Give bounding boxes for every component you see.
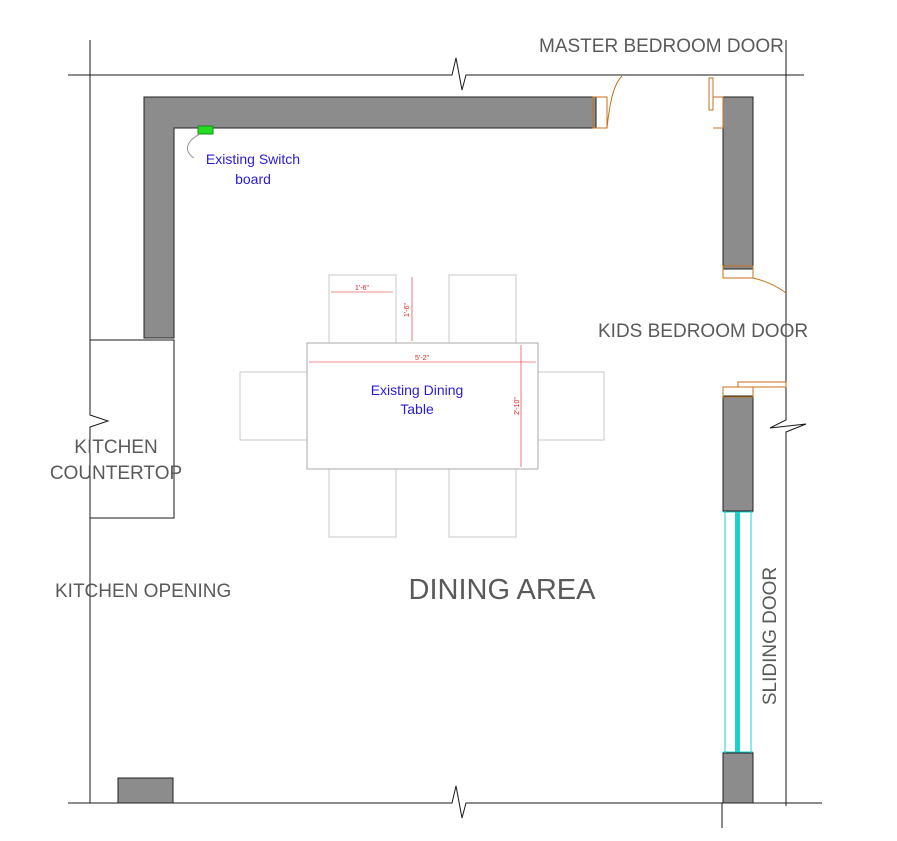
dining-area-label: DINING AREA (409, 574, 597, 606)
chair-right (536, 371, 605, 441)
switch-board (186, 125, 214, 159)
master-door-leaf (708, 77, 714, 111)
kids-door-swing-arc (752, 277, 787, 294)
kitchen-countertop-label-line2: COUNTERTOP (50, 463, 182, 484)
master-door-jamb-right (713, 96, 724, 129)
kitchen-countertop-label-line1: KITCHEN (74, 437, 157, 458)
sliding-panel-bottom (735, 632, 740, 752)
chair-top-left (328, 274, 397, 344)
dining-table-label-line1: Existing Dining (371, 382, 464, 398)
master-door-swing-arc (606, 75, 623, 129)
kids-door-leaf (737, 381, 787, 388)
kids-door-jamb-bottom (722, 386, 754, 398)
left-boundary-line (89, 40, 110, 803)
dining-table-label-line2: Table (400, 401, 434, 417)
sliding-panel-top (735, 512, 740, 632)
kids-bedroom-door (722, 265, 787, 398)
dimension-lines (309, 277, 536, 467)
chair-depth-label: 1'-6" (404, 303, 411, 317)
master-bedroom-door-label: MASTER BEDROOM DOOR (539, 36, 784, 57)
east-wall-middle (722, 395, 754, 512)
chair-width-label: 1'-6" (355, 285, 369, 292)
table-length-label: 5'-2" (415, 355, 429, 362)
top-boundary-line (68, 57, 804, 91)
chair-bottom-right (448, 468, 517, 538)
master-door-jamb-left (592, 96, 608, 129)
kids-bedroom-door-label: KIDS BEDROOM DOOR (598, 321, 808, 342)
chair-top-right (448, 274, 517, 344)
dining-table (306, 342, 539, 470)
switch-board-label-line1: Existing Switch (206, 151, 300, 167)
kitchen-countertop-outline (90, 339, 175, 519)
kitchen-opening-label: KITCHEN OPENING (55, 581, 231, 602)
east-wall-upper (722, 96, 754, 270)
switch-board-label-line2: board (235, 171, 271, 187)
table-width-label: 2'-10" (514, 397, 521, 415)
east-wall-lower (722, 752, 754, 804)
switch-board-marker (197, 125, 214, 135)
bottom-boundary-line (68, 785, 822, 819)
dining-chairs (239, 274, 605, 538)
switch-board-leader (186, 133, 201, 159)
walls (117, 96, 754, 804)
outer-boundary-lines (68, 40, 822, 828)
right-boundary-line (769, 40, 807, 806)
chair-bottom-left (328, 468, 397, 538)
master-bedroom-door (592, 75, 724, 129)
chair-left (239, 371, 308, 441)
sliding-door-label: SLIDING DOOR (760, 567, 781, 705)
kids-door-jamb-top (722, 265, 754, 279)
sliding-door (723, 511, 753, 753)
wall-stub-bottom-left (117, 777, 174, 804)
